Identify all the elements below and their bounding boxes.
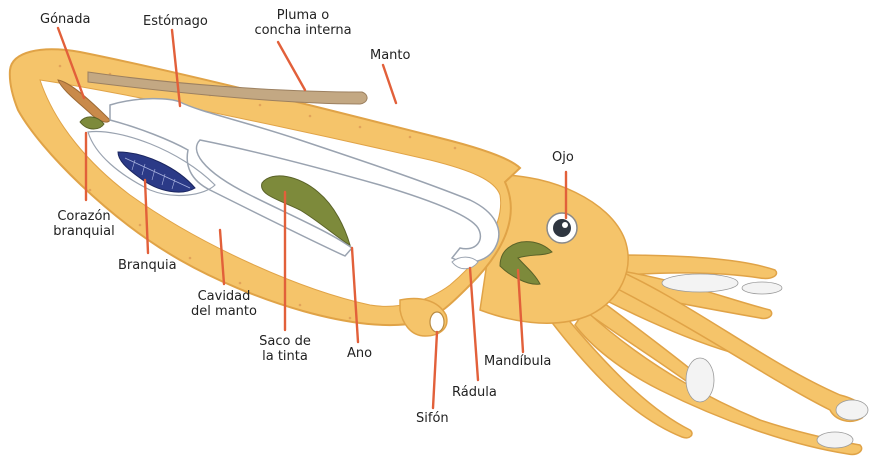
label-gonada: Gónada	[40, 12, 90, 27]
label-mandibula: Mandíbula	[484, 354, 551, 369]
leader-pluma	[278, 42, 305, 90]
label-ojo: Ojo	[552, 150, 574, 165]
leader-sifon	[433, 332, 437, 408]
label-radula: Rádula	[452, 385, 497, 400]
label-cavidad: Cavidad del manto	[180, 289, 268, 319]
label-pluma: Pluma o concha interna	[248, 8, 358, 38]
label-ano: Ano	[347, 346, 372, 361]
eye	[547, 213, 577, 243]
leader-manto	[383, 65, 396, 103]
label-corazon-line1: Corazón	[40, 209, 128, 224]
label-manto: Manto	[370, 48, 410, 63]
label-pluma-line2: concha interna	[248, 23, 358, 38]
label-cavidad-line1: Cavidad	[180, 289, 268, 304]
label-branquia: Branquia	[118, 258, 177, 273]
label-saco-line1: Saco de	[250, 334, 320, 349]
label-saco: Saco de la tinta	[250, 334, 320, 364]
label-pluma-line1: Pluma o	[248, 8, 358, 23]
label-cavidad-line2: del manto	[180, 304, 268, 319]
leader-radula	[470, 268, 478, 380]
label-corazon-line2: branquial	[40, 224, 128, 239]
label-saco-line2: la tinta	[250, 349, 320, 364]
label-estomago: Estómago	[143, 14, 208, 29]
siphon-opening	[430, 312, 444, 332]
label-sifon: Sifón	[416, 411, 449, 426]
label-corazon: Corazón branquial	[40, 209, 128, 239]
